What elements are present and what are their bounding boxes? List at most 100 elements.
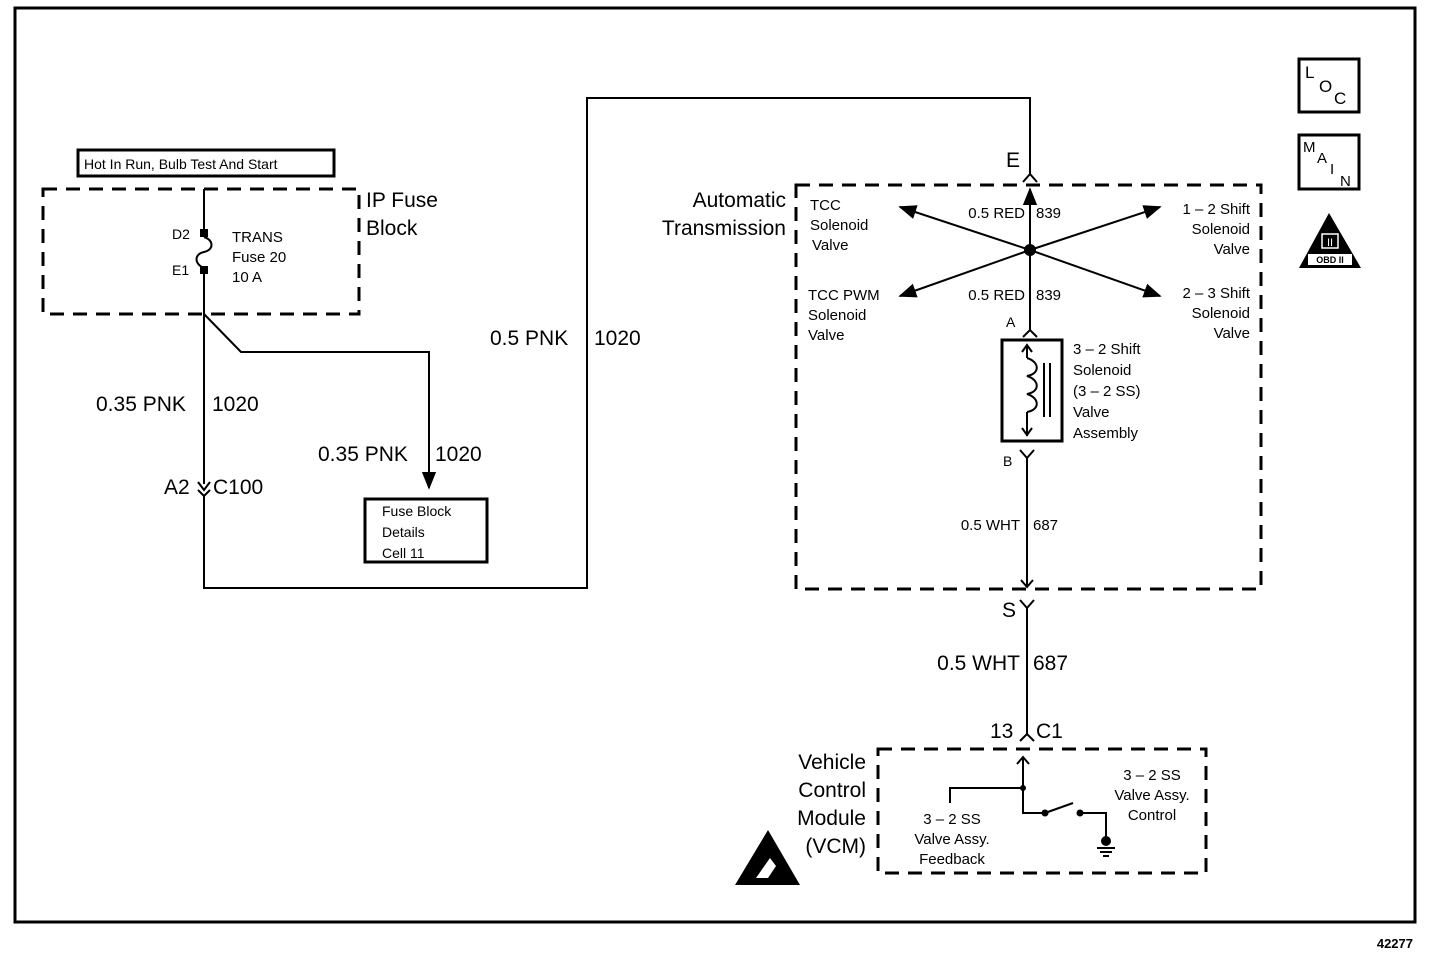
connector-c100 bbox=[197, 481, 211, 498]
auto-trans-outline bbox=[794, 183, 1263, 591]
fuse-icon bbox=[195, 236, 213, 269]
svg-text:N: N bbox=[1340, 173, 1351, 190]
c1-name: C1 bbox=[1036, 720, 1063, 743]
wire-trans-circuit: 1020 bbox=[594, 327, 641, 350]
wire-red-top-circuit: 839 bbox=[1036, 205, 1061, 222]
fuse-rating: 10 A bbox=[232, 269, 262, 286]
fuse-number: Fuse 20 bbox=[232, 249, 286, 266]
svg-text:Solenoid: Solenoid bbox=[810, 217, 868, 234]
ground-icon bbox=[1097, 836, 1115, 857]
svg-text:Valve: Valve bbox=[1073, 404, 1109, 421]
fuse-details-line2: Details bbox=[382, 524, 425, 540]
wire-trans-gauge: 0.5 PNK bbox=[490, 327, 568, 350]
connector-b-label: B bbox=[1003, 453, 1012, 469]
svg-text:M: M bbox=[1303, 139, 1316, 156]
fuse-details-line3: Cell 11 bbox=[382, 545, 425, 561]
wire-details-gauge: 0.35 PNK bbox=[318, 443, 408, 466]
connector-s bbox=[1019, 599, 1035, 610]
svg-text:C: C bbox=[1334, 89, 1346, 108]
svg-text:Valve Assy.: Valve Assy. bbox=[914, 831, 989, 848]
svg-text:O: O bbox=[1319, 77, 1332, 96]
ip-fuse-block-label-2: Block bbox=[366, 217, 418, 240]
vcm-label: Vehicle Control Module (VCM) bbox=[797, 751, 866, 858]
c100-name: C100 bbox=[213, 476, 263, 499]
svg-text:Feedback: Feedback bbox=[919, 851, 985, 868]
loc-badge-icon[interactable]: L O C bbox=[1297, 57, 1361, 114]
vcm-feedback-label: 3 – 2 SS Valve Assy. Feedback bbox=[914, 811, 989, 868]
svg-text:TCC: TCC bbox=[810, 197, 841, 214]
wire-details-circuit: 1020 bbox=[435, 443, 482, 466]
shift-12-solenoid-label: 1 – 2 Shift Solenoid Valve bbox=[1182, 201, 1250, 258]
svg-text:Module: Module bbox=[797, 807, 866, 830]
svg-text:(3 – 2 SS): (3 – 2 SS) bbox=[1073, 383, 1141, 400]
auto-trans-label-2: Transmission bbox=[662, 217, 786, 240]
connector-b bbox=[1019, 449, 1035, 460]
wire-red-bottom-gauge: 0.5 RED bbox=[968, 287, 1025, 304]
svg-text:TCC PWM: TCC PWM bbox=[808, 287, 880, 304]
connector-s-label: S bbox=[1002, 599, 1016, 622]
svg-text:3 – 2 SS: 3 – 2 SS bbox=[1123, 767, 1181, 784]
shift-23-solenoid-label: 2 – 3 Shift Solenoid Valve bbox=[1182, 285, 1250, 342]
figure-number: 42277 bbox=[1377, 936, 1413, 951]
shift-32-solenoid-label: 3 – 2 Shift Solenoid (3 – 2 SS) Valve As… bbox=[1073, 341, 1141, 442]
wire-wht-outside-circuit: 687 bbox=[1033, 652, 1068, 675]
connector-a-label: A bbox=[1006, 314, 1016, 330]
main-badge-icon[interactable]: M A I N bbox=[1297, 133, 1361, 191]
power-source-label: Hot In Run, Bulb Test And Start bbox=[76, 148, 336, 178]
svg-text:Valve: Valve bbox=[1214, 325, 1250, 342]
wire-wht-inside-circuit: 687 bbox=[1033, 517, 1058, 534]
terminal-e1: E1 bbox=[172, 262, 189, 278]
vcm-outline bbox=[876, 747, 1208, 875]
connector-e-label: E bbox=[1006, 149, 1020, 172]
shift-32-solenoid-icon bbox=[1000, 338, 1064, 443]
svg-text:2 – 3 Shift: 2 – 3 Shift bbox=[1182, 285, 1250, 302]
wire-red-top-gauge: 0.5 RED bbox=[968, 205, 1025, 222]
svg-text:Solenoid: Solenoid bbox=[1073, 362, 1131, 379]
svg-text:I: I bbox=[1330, 161, 1334, 178]
wire-wht-outside-gauge: 0.5 WHT bbox=[937, 652, 1020, 675]
svg-text:Control: Control bbox=[1128, 807, 1176, 824]
page-frame bbox=[13, 6, 1417, 924]
svg-text:Vehicle: Vehicle bbox=[798, 751, 866, 774]
svg-text:Solenoid: Solenoid bbox=[808, 307, 866, 324]
svg-text:Valve: Valve bbox=[808, 327, 844, 344]
svg-text:1 – 2 Shift: 1 – 2 Shift bbox=[1182, 201, 1250, 218]
esd-warning-icon bbox=[735, 830, 800, 885]
svg-text:Valve: Valve bbox=[1214, 241, 1250, 258]
c100-pin: A2 bbox=[164, 476, 190, 499]
wire-left-gauge: 0.35 PNK bbox=[96, 393, 186, 416]
terminal-d2: D2 bbox=[172, 226, 190, 242]
ip-fuse-block-outline bbox=[41, 187, 361, 316]
wire-wht-inside-gauge: 0.5 WHT bbox=[961, 517, 1020, 534]
wire-left-circuit: 1020 bbox=[212, 393, 259, 416]
fuse-block-details-box[interactable]: Fuse Block Details Cell 11 bbox=[363, 497, 489, 564]
svg-text:3 – 2 Shift: 3 – 2 Shift bbox=[1073, 341, 1141, 358]
svg-text:(VCM): (VCM) bbox=[805, 835, 866, 858]
svg-text:Solenoid: Solenoid bbox=[1192, 305, 1250, 322]
wire-red-bottom-circuit: 839 bbox=[1036, 287, 1061, 304]
svg-text:A: A bbox=[1317, 150, 1327, 167]
connector-c1 bbox=[1019, 732, 1035, 742]
svg-text:Control: Control bbox=[798, 779, 866, 802]
connector-e bbox=[1022, 172, 1038, 183]
svg-text:OBD II: OBD II bbox=[1316, 255, 1344, 265]
svg-text:Valve Assy.: Valve Assy. bbox=[1114, 787, 1189, 804]
ip-fuse-block-label-1: IP Fuse bbox=[366, 189, 438, 212]
vcm-control-label: 3 – 2 SS Valve Assy. Control bbox=[1114, 767, 1189, 824]
svg-text:Valve: Valve bbox=[812, 237, 848, 254]
svg-text:3 – 2 SS: 3 – 2 SS bbox=[923, 811, 981, 828]
tcc-pwm-solenoid-label: TCC PWM Solenoid Valve bbox=[808, 287, 880, 344]
fuse-details-line1: Fuse Block bbox=[382, 503, 452, 519]
obd-ii-badge-icon[interactable]: II OBD II bbox=[1299, 213, 1361, 268]
fuse-name: TRANS bbox=[232, 229, 283, 246]
tcc-solenoid-label: TCC Solenoid Valve bbox=[810, 197, 868, 254]
svg-text:Solenoid: Solenoid bbox=[1192, 221, 1250, 238]
power-source-text: Hot In Run, Bulb Test And Start bbox=[84, 156, 278, 172]
svg-text:Assembly: Assembly bbox=[1073, 425, 1139, 442]
svg-text:II: II bbox=[1327, 237, 1333, 249]
auto-trans-label-1: Automatic bbox=[693, 189, 786, 212]
connector-a bbox=[1022, 328, 1038, 338]
svg-text:L: L bbox=[1305, 63, 1314, 82]
vcm-circuit bbox=[949, 755, 1115, 857]
